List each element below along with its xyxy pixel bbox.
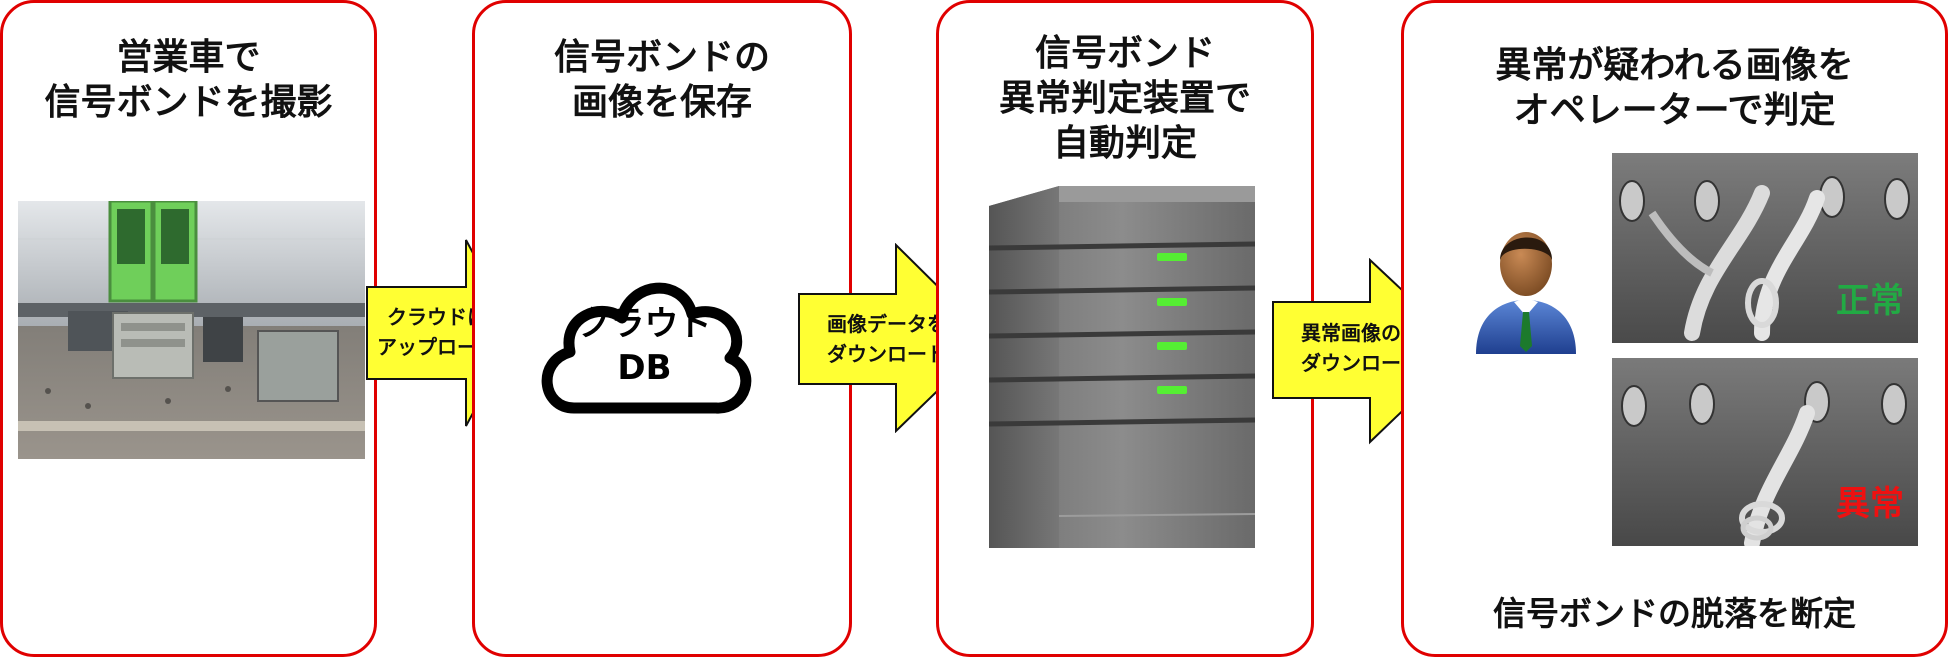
train-photo — [18, 201, 365, 459]
step-panel-auto-judge: 信号ボンド 異常判定装置で 自動判定 — [936, 0, 1314, 657]
abnormal-bond-image: 異常 — [1612, 358, 1918, 546]
upload-arrow-label: クラウドに アップロード — [377, 305, 497, 359]
normal-label: 正常 — [1836, 281, 1904, 321]
normal-bond-image: 正常 — [1612, 153, 1918, 343]
cloud-icon: クラウド DB — [532, 248, 757, 428]
cloud-label: クラウド DB — [576, 304, 713, 388]
download-arrow-label: 画像データを ダウンロード — [827, 312, 947, 366]
abnormal-label: 異常 — [1836, 484, 1904, 524]
step-panel-capture: 営業車で 信号ボンドを撮影 — [0, 0, 377, 657]
operator-icon — [1474, 216, 1578, 356]
step-title-auto-judge: 信号ボンド 異常判定装置で 自動判定 — [998, 33, 1251, 164]
step-title-storage: 信号ボンドの 画像を保存 — [553, 37, 770, 123]
step-panel-storage: 信号ボンドの 画像を保存 クラウド DB — [472, 0, 852, 657]
step-title-operator: 異常が疑われる画像を オペレーターで判定 — [1495, 45, 1854, 131]
step-panel-operator: 異常が疑われる画像を オペレーターで判定 — [1401, 0, 1948, 657]
server-icon — [988, 186, 1256, 548]
conclusion-text: 信号ボンドの脱落を断定 — [1493, 594, 1856, 633]
step-title-capture: 営業車で 信号ボンドを撮影 — [44, 37, 333, 123]
